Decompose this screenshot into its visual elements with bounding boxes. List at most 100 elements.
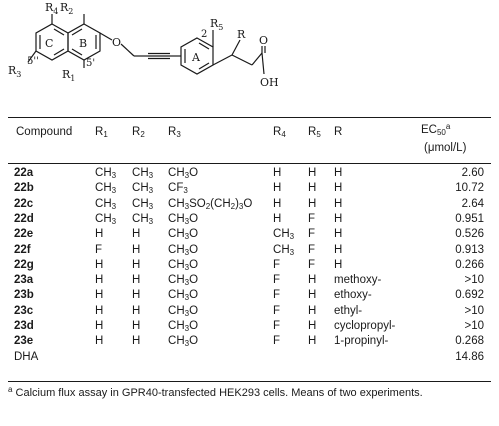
cell-r2: CH3 — [132, 167, 154, 180]
cell-r4: CH3 — [273, 243, 295, 257]
cell-ec50: 0.913 — [455, 243, 484, 256]
chemical-structure: R4 R2 C B O A 2 R5 R R3 5'' R1 5' O OH — [8, 1, 279, 89]
cell-r5: H — [308, 320, 317, 332]
cell-r1: H — [95, 335, 104, 348]
cell-r4: F — [273, 258, 281, 271]
cell-r3: CF3 — [168, 182, 188, 196]
cell-ec50: 0.266 — [455, 258, 484, 271]
label-position-5pp: 5'' — [27, 56, 39, 67]
table-top-rule — [8, 117, 491, 118]
cell-r1: H — [95, 274, 104, 287]
cell-r2: H — [132, 289, 141, 302]
cell-compound: 22a — [14, 167, 34, 179]
cell-r2: H — [132, 228, 141, 241]
cell-ec50: >10 — [464, 320, 484, 332]
cell-r: H — [334, 182, 343, 195]
cell-r2: CH3 — [132, 182, 154, 196]
cell-r3: CH3O — [168, 304, 199, 318]
label-ring-b: B — [79, 37, 87, 50]
label-r4: R4 — [45, 1, 58, 16]
cell-r1: F — [95, 243, 103, 256]
cell-r3: CH3O — [168, 228, 199, 242]
cell-ec50: 2.64 — [461, 197, 484, 210]
footnote-marker: a — [8, 385, 13, 394]
cell-r1: H — [95, 258, 104, 271]
cell-compound: 23b — [14, 289, 34, 302]
cell-r: cyclopropyl- — [334, 320, 396, 332]
cell-r1: CH3 — [95, 167, 117, 180]
cell-r5: F — [308, 212, 316, 225]
cell-r1: H — [95, 320, 104, 332]
label-oh: OH — [260, 76, 279, 89]
cell-r4: H — [273, 212, 282, 225]
cell-r5: F — [308, 243, 316, 256]
cell-r: H — [334, 228, 343, 241]
cell-r2: H — [132, 320, 141, 332]
header-ec50-unit: (μmol/L) — [424, 142, 467, 154]
label-r2: R2 — [60, 1, 73, 16]
cell-compound: 22d — [14, 212, 34, 225]
cell-r5: H — [308, 182, 317, 195]
cell-r2: H — [132, 243, 141, 256]
cell-compound: 22b — [14, 182, 34, 195]
header-compound: Compound — [16, 126, 73, 138]
header-r: R — [334, 126, 343, 138]
cell-ec50: 0.692 — [455, 289, 484, 302]
header-ec50: EC50a — [421, 122, 451, 137]
cell-r: methoxy- — [334, 274, 382, 287]
cell-ec50: >10 — [464, 304, 484, 317]
table-header-rule — [8, 163, 491, 164]
label-r5: R5 — [210, 17, 223, 32]
cell-r: H — [334, 258, 343, 271]
cell-ec50: >10 — [464, 274, 484, 287]
table-bottom-rule — [8, 381, 491, 382]
cell-r3: CH3O — [168, 212, 199, 226]
cell-r3: CH3O — [168, 274, 199, 288]
label-oxygen: O — [112, 36, 121, 49]
label-carbonyl-o: O — [259, 34, 268, 47]
cell-r3: CH3O — [168, 289, 199, 303]
cell-r4: F — [273, 335, 281, 348]
cell-compound: 22f — [14, 243, 31, 256]
cell-r3: CH3O — [168, 167, 199, 180]
cell-r1: CH3 — [95, 197, 117, 211]
cell-compound: 22e — [14, 228, 34, 241]
cell-ec50: 0.951 — [455, 212, 484, 225]
header-r1: R1 — [95, 126, 108, 139]
cell-r5: H — [308, 304, 317, 317]
label-r3: R3 — [8, 64, 21, 79]
label-ring-a: A — [191, 51, 201, 64]
cell-compound: 23e — [14, 335, 34, 348]
label-position-5p: 5' — [86, 58, 95, 69]
cell-r: H — [334, 212, 343, 225]
cell-r3: CH3SO2(CH2)3O — [168, 197, 253, 211]
cell-r5: F — [308, 258, 316, 271]
cell-r2: CH3 — [132, 212, 154, 226]
cell-r4: F — [273, 274, 281, 287]
cell-r3: CH3O — [168, 258, 199, 272]
cell-r: H — [334, 197, 343, 210]
cell-compound: 22c — [14, 197, 34, 210]
label-r: R — [237, 28, 246, 41]
cell-r5: H — [308, 289, 317, 302]
header-r3: R3 — [168, 126, 181, 139]
cell-ec50: 10.72 — [455, 182, 484, 195]
cell-r3: CH3O — [168, 335, 199, 349]
cell-r: 1-propinyl- — [334, 335, 389, 348]
cell-r4: F — [273, 289, 281, 302]
cell-r3: CH3O — [168, 320, 199, 333]
cell-ec50: 0.268 — [455, 335, 484, 348]
cell-r5: H — [308, 197, 317, 210]
cell-r1: CH3 — [95, 182, 117, 196]
cell-r2: H — [132, 258, 141, 271]
cell-r2: H — [132, 304, 141, 317]
cell-r4: H — [273, 182, 282, 195]
header-r5: R5 — [308, 126, 321, 139]
cell-r4: F — [273, 304, 281, 317]
cell-r1: H — [95, 304, 104, 317]
cell-r2: H — [132, 274, 141, 287]
cell-r5: F — [308, 228, 316, 241]
cell-r1: H — [95, 289, 104, 302]
footnote-text: Calcium flux assay in GPR40-transfected … — [15, 387, 423, 399]
cell-compound: 22g — [14, 258, 34, 271]
